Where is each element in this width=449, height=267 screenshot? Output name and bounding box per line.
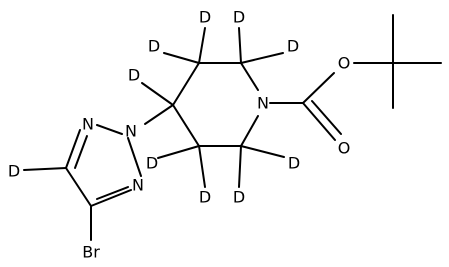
atom-label-n: N	[82, 115, 94, 134]
bond	[144, 104, 174, 125]
bond	[240, 145, 285, 158]
atom-label-n: N	[125, 122, 137, 141]
bond	[96, 186, 129, 200]
bond	[127, 137, 142, 177]
bond	[240, 62, 259, 91]
bonds	[23, 14, 442, 241]
atom-label-d: D	[128, 66, 140, 85]
bond	[90, 189, 132, 207]
atom-label-n: N	[257, 94, 269, 113]
bond	[141, 82, 174, 106]
atom-label-d: D	[199, 188, 211, 207]
bond	[65, 167, 92, 207]
atom-label-br: Br	[82, 243, 100, 262]
bond	[238, 145, 242, 188]
bond	[172, 62, 200, 106]
bond	[74, 135, 88, 169]
atom-labels: D D D D D N O O N N N D D D D D Br	[8, 8, 350, 262]
atom-label-o: O	[338, 54, 351, 73]
atom-label-n: N	[132, 176, 144, 195]
atom-label-d: D	[148, 37, 160, 56]
bond	[302, 72, 335, 104]
bond	[65, 129, 81, 169]
bond	[198, 145, 206, 188]
bond	[240, 115, 259, 147]
bond	[163, 52, 200, 64]
atom-label-d: D	[233, 188, 245, 207]
atom-label-o: O	[338, 139, 351, 158]
atom-label-d: D	[146, 154, 158, 173]
bond	[240, 52, 284, 64]
bond	[238, 27, 242, 64]
bond	[172, 104, 200, 147]
atom-label-d: D	[8, 162, 20, 181]
bond	[198, 27, 206, 64]
bond	[157, 145, 200, 159]
bond	[302, 102, 336, 141]
atom-label-d: D	[288, 154, 300, 173]
atom-label-d: D	[287, 37, 299, 56]
atom-label-d: D	[199, 8, 211, 27]
bond	[23, 167, 67, 171]
bond	[96, 124, 123, 135]
bond	[311, 100, 342, 135]
atom-label-d: D	[233, 8, 245, 27]
